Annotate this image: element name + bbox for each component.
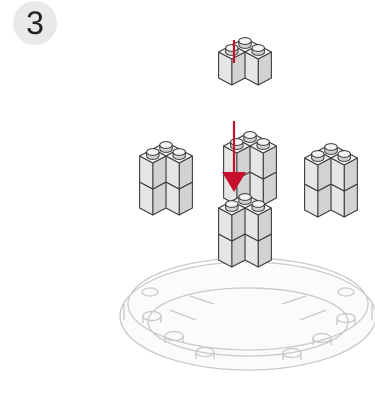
base-plate-studs — [141, 287, 356, 360]
front-brick-stack — [218, 193, 272, 268]
back-brick-stack — [223, 131, 277, 206]
left-brick-stack — [139, 141, 193, 216]
down-arrow-icon — [222, 40, 246, 192]
right-brick-stack — [304, 143, 358, 218]
brick-assembly — [139, 37, 358, 268]
l-shaped-brick-icon — [218, 37, 272, 86]
step-number: 3 — [26, 5, 44, 41]
round-base-plate — [119, 257, 375, 371]
step-badge: 3 — [13, 1, 57, 45]
